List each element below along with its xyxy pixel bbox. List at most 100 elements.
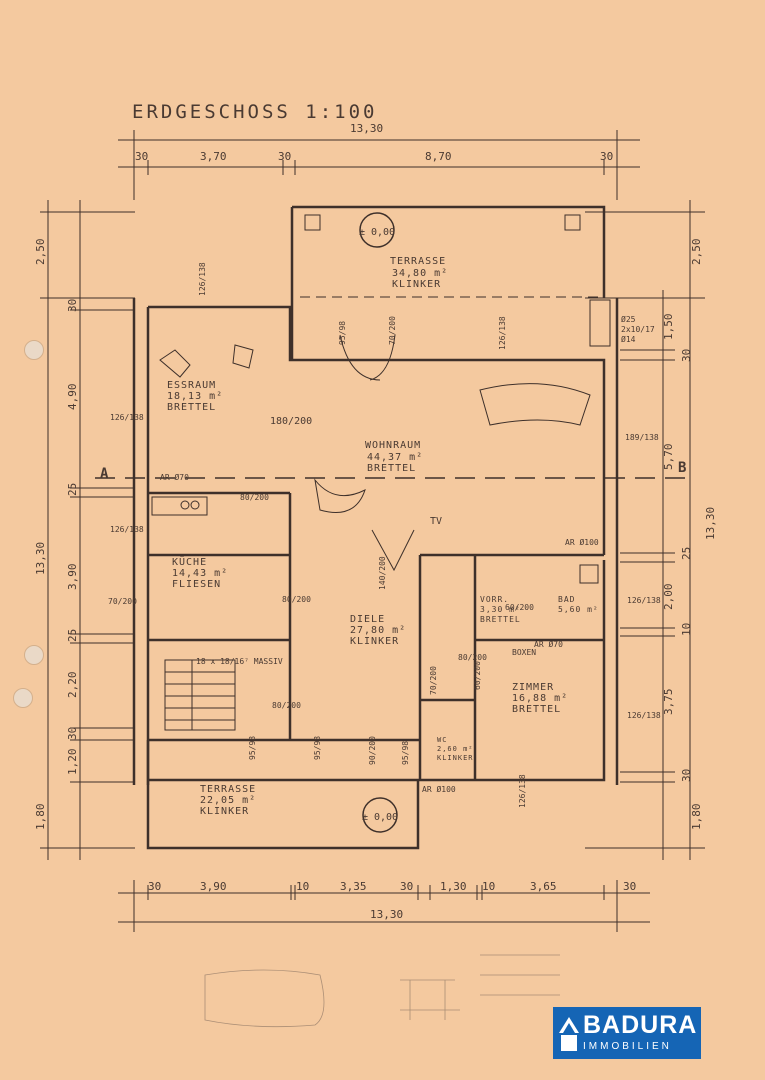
opening-label: 60/200 xyxy=(505,603,534,612)
room-area-terrasse-bottom: 22,05 m² xyxy=(200,795,256,806)
dim-left-part: 2,50 xyxy=(34,239,47,266)
opening-label: 70/200 xyxy=(108,597,137,606)
stairs-label: 18 x 18/16⁷ MASSIV xyxy=(196,657,283,666)
opening-label: 70/200 xyxy=(429,666,438,695)
note-tv: TV xyxy=(430,516,442,527)
room-name-bad: BAD xyxy=(558,595,575,604)
opening-label: 80/200 xyxy=(272,701,301,710)
room-name-zimmer: ZIMMER xyxy=(512,682,554,693)
dim-bottom-part: 3,90 xyxy=(200,880,227,893)
dim-left-part: 25 xyxy=(66,483,79,496)
room-name-essraum: ESSRAUM xyxy=(167,380,216,391)
opening-label: 95/98 xyxy=(313,736,322,760)
dim-right-part: 3,75 xyxy=(662,689,675,716)
opening-label: 189/138 xyxy=(625,433,659,442)
house-roof-icon xyxy=(559,1017,579,1051)
opening-label: 126/138 xyxy=(498,316,507,350)
room-floor-essraum: BRETTEL xyxy=(167,402,216,413)
opening-label: 126/138 xyxy=(110,525,144,534)
dim-top-part: 30 xyxy=(278,150,291,163)
room-area-vorraum: 3,30 m² xyxy=(480,605,521,614)
dim-right-part: 2,00 xyxy=(662,584,675,611)
opening-label: 95/98 xyxy=(338,321,347,345)
room-name-terrasse-bottom: TERRASSE xyxy=(200,784,256,795)
opening-label: 90/200 xyxy=(368,736,377,765)
room-floor-wohnraum: BRETTEL xyxy=(367,463,416,474)
note-dia25: Ø25 xyxy=(621,314,636,324)
room-area-essraum: 18,13 m² xyxy=(167,391,223,402)
opening-label: 126/138 xyxy=(198,262,207,296)
badura-logo: BADURA IMMOBILIEN xyxy=(553,1007,701,1059)
dim-right-part: 10 xyxy=(680,623,693,636)
opening-label: 140/200 xyxy=(378,556,387,590)
dim-right-part: 2,50 xyxy=(690,239,703,266)
plan-title: ERDGESCHOSS 1:100 xyxy=(132,101,377,123)
dim-bottom-part: 30 xyxy=(148,880,161,893)
opening-label: 60/200 xyxy=(473,661,482,690)
room-area-bad: 5,60 m² xyxy=(558,605,599,614)
dim-left-part: 3,90 xyxy=(66,564,79,591)
logo-name: BADURA xyxy=(583,1011,698,1039)
note-ar70-kitchen: AR Ø70 xyxy=(160,472,189,482)
dim-right-part: 30 xyxy=(680,769,693,782)
room-name-terrasse-top: TERRASSE xyxy=(390,256,446,267)
dim-top-total: 13,30 xyxy=(350,122,383,135)
section-marker-b: B xyxy=(678,460,686,476)
dim-right-part: 1,80 xyxy=(690,804,703,831)
note-ar100: AR Ø100 xyxy=(565,537,599,547)
section-marker-a: A xyxy=(100,466,109,482)
dim-right-part: 30 xyxy=(680,349,693,362)
dim-bottom-part: 30 xyxy=(400,880,413,893)
dim-top-part: 8,70 xyxy=(425,150,452,163)
dim-top-part: 30 xyxy=(135,150,148,163)
punch-hole xyxy=(24,645,44,665)
punch-hole xyxy=(24,340,44,360)
room-name-wc: WC xyxy=(437,736,447,744)
room-area-kueche: 14,43 m² xyxy=(172,568,228,579)
note-2x10: 2x10/17 xyxy=(621,325,655,334)
dim-bottom-part: 1,30 xyxy=(440,880,467,893)
room-name-diele: DIELE xyxy=(350,614,385,625)
opening-label: 126/138 xyxy=(627,711,661,720)
note-ar100-bottom: AR Ø100 xyxy=(422,784,456,794)
dim-left-part: 2,20 xyxy=(66,672,79,699)
room-area-wc: 2,60 m² xyxy=(437,745,474,753)
dim-bottom-part: 10 xyxy=(296,880,309,893)
opening-label: 80/200 xyxy=(282,595,311,604)
level-marker-top: ± 0,00 xyxy=(359,227,395,238)
opening-label: 126/138 xyxy=(110,413,144,422)
dim-right-part: 1,50 xyxy=(662,314,675,341)
room-area-wohnraum: 44,37 m² xyxy=(367,452,423,463)
opening-label: 180/200 xyxy=(270,416,312,427)
opening-label: 126/138 xyxy=(518,774,527,808)
room-name-wohnraum: WOHNRAUM xyxy=(365,440,421,451)
dim-bottom-part: 30 xyxy=(623,880,636,893)
dim-left-part: 1,80 xyxy=(34,804,47,831)
room-floor-terrasse-top: KLINKER xyxy=(392,279,441,290)
opening-label: 95/98 xyxy=(248,736,257,760)
dim-bottom-part: 3,35 xyxy=(340,880,367,893)
dim-left-part: 30 xyxy=(66,299,79,312)
dim-left-part: 1,20 xyxy=(66,749,79,776)
room-floor-wc: KLINKER xyxy=(437,754,474,762)
dim-left-part: 30 xyxy=(66,727,79,740)
opening-label: 80/200 xyxy=(458,653,487,662)
dim-bottom-part: 10 xyxy=(482,880,495,893)
dim-right-total: 13,30 xyxy=(704,507,717,540)
room-floor-zimmer: BRETTEL xyxy=(512,704,561,715)
opening-label: 95/98 xyxy=(401,741,410,765)
room-area-diele: 27,80 m² xyxy=(350,625,406,636)
opening-label: 80/200 xyxy=(240,493,269,502)
dim-bottom-part: 3,65 xyxy=(530,880,557,893)
room-name-kueche: KÜCHE xyxy=(172,555,207,568)
dim-left-part: 4,90 xyxy=(66,384,79,411)
note-boxen: BOXEN xyxy=(512,648,536,657)
opening-label: 126/138 xyxy=(627,596,661,605)
room-area-terrasse-top: 34,80 m² xyxy=(392,268,448,279)
room-floor-diele: KLINKER xyxy=(350,636,399,647)
room-name-vorraum: VORR. xyxy=(480,595,509,604)
opening-label: 70/200 xyxy=(388,316,397,345)
dim-left-total: 13,30 xyxy=(34,542,47,575)
room-floor-kueche: FLIESEN xyxy=(172,579,221,590)
